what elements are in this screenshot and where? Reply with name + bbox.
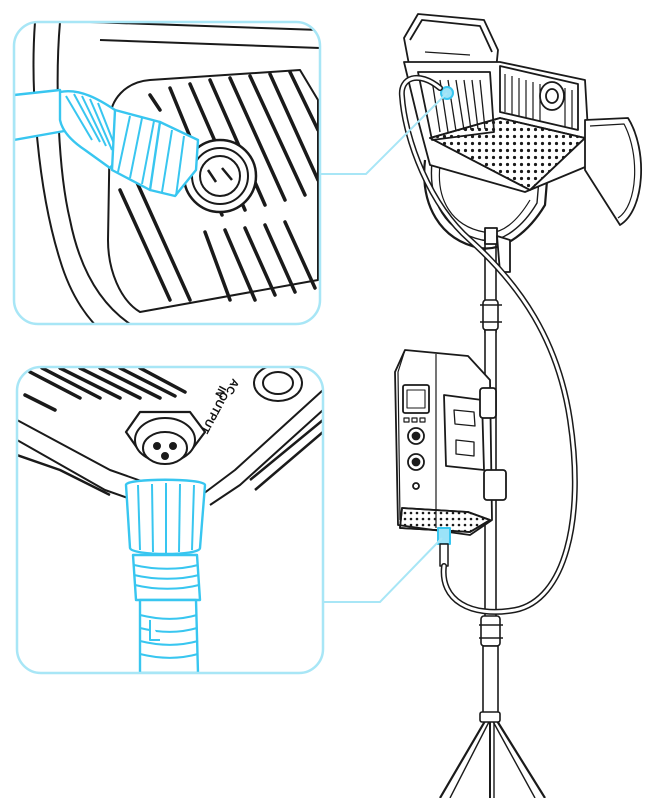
power-cable <box>398 75 578 615</box>
in-label: IN <box>212 384 228 399</box>
callout-leaders <box>320 92 448 603</box>
light-connector-callout <box>12 20 322 326</box>
control-box <box>394 349 507 567</box>
light-head <box>403 13 642 273</box>
power-plug-top <box>14 88 200 198</box>
power-plug-bottom <box>124 478 207 673</box>
output-connector-callout: OUTPUT AC IN <box>15 365 325 675</box>
